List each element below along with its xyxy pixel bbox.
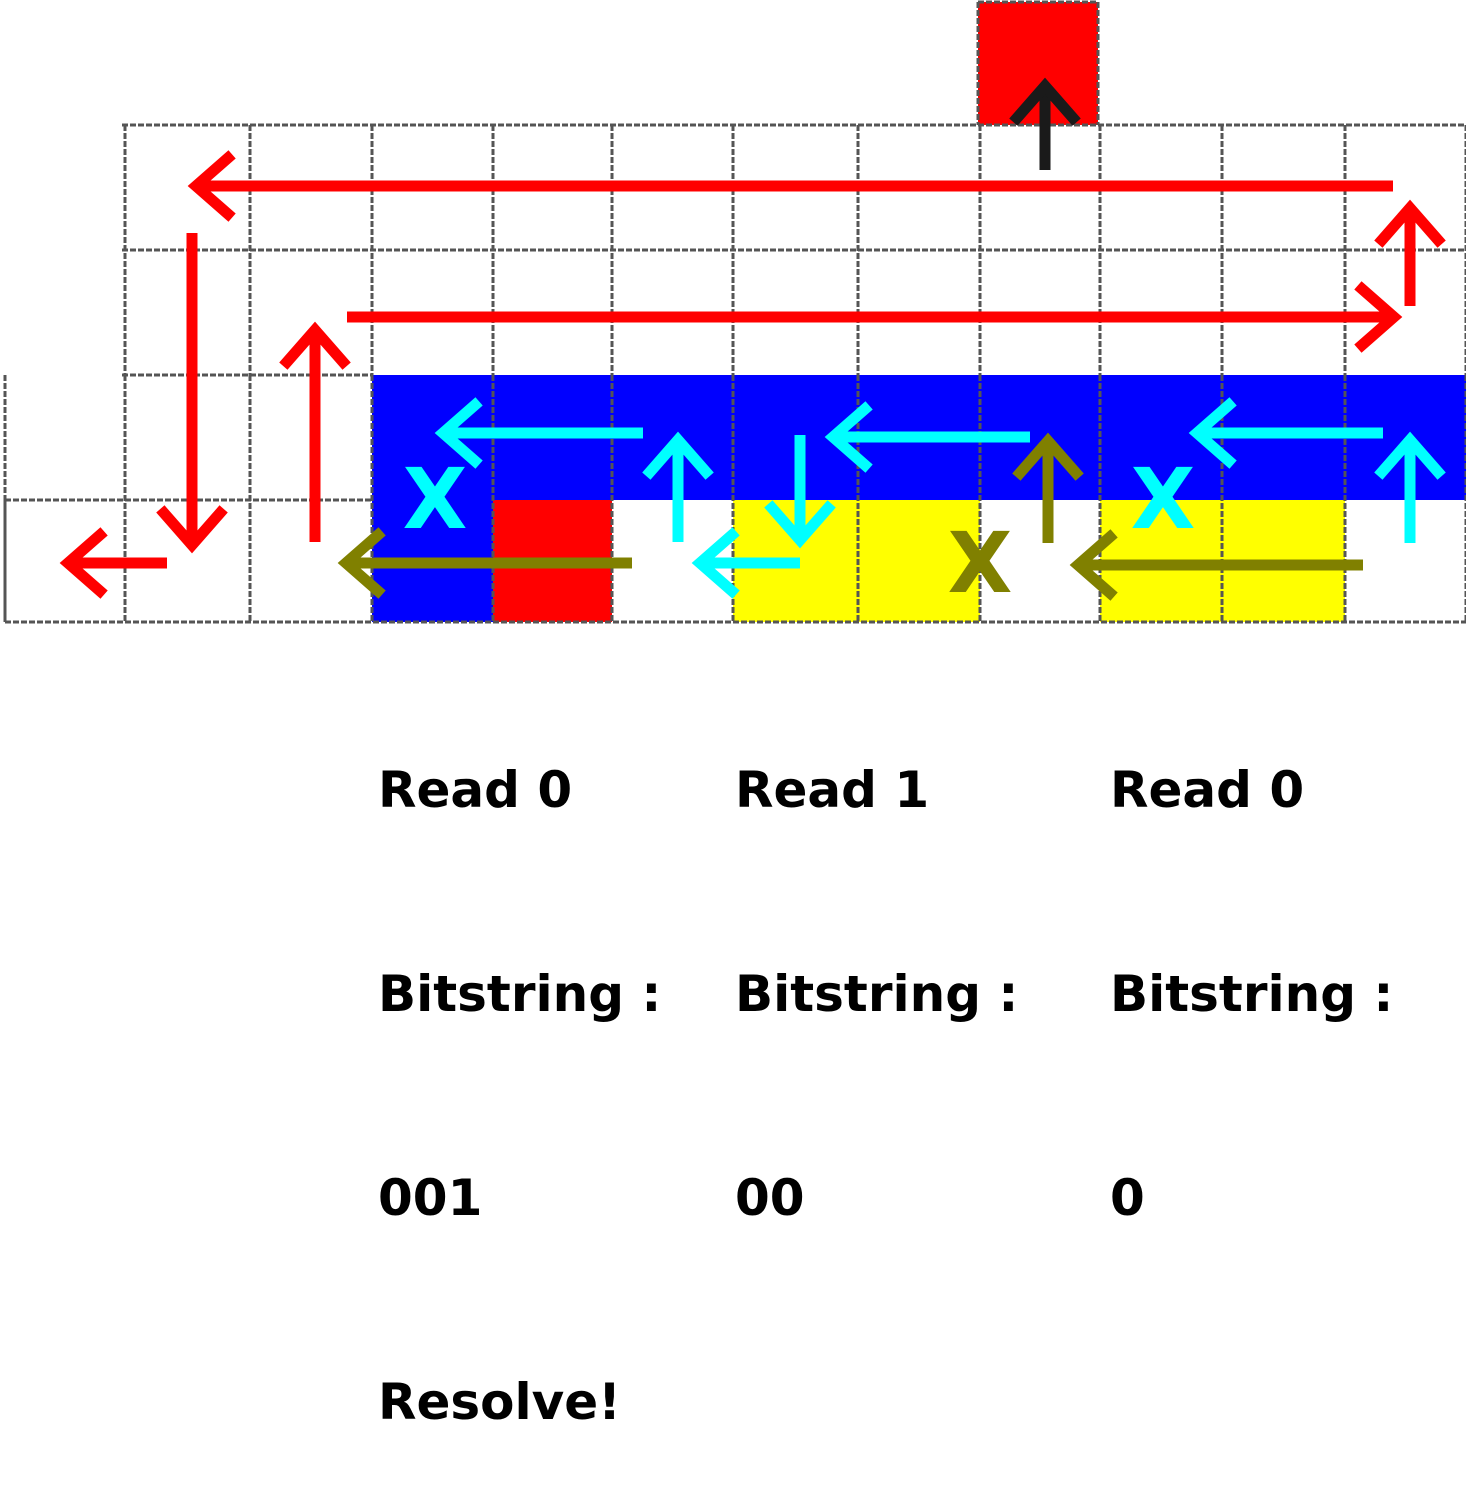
annotation-line: 001 <box>378 1169 483 1227</box>
cyan-arrow-head <box>691 527 740 599</box>
red-arrow-head <box>279 321 351 370</box>
annotation-line: Bitstring : <box>1110 965 1394 1023</box>
annotation-line: Resolve! <box>378 1373 621 1431</box>
annotation-read-0-first: Read 0 Bitstring : 001 Resolve! <box>378 620 661 1504</box>
bottom-cell <box>858 500 980 622</box>
cyan-arrow-head <box>764 500 836 549</box>
x-mark: X <box>403 450 468 548</box>
annotation-read-0-second: Read 0 Bitstring : 0 <box>1110 620 1393 1300</box>
x-mark: X <box>948 514 1013 612</box>
goal-cell <box>978 2 1098 125</box>
annotation-line: Read 1 <box>735 761 930 819</box>
black-arrow-head <box>1009 77 1081 126</box>
annotation-line: 0 <box>1110 1169 1145 1227</box>
cyan-arrow-head <box>642 431 714 480</box>
olive-arrow-head <box>1069 529 1118 601</box>
red-arrow-head <box>187 150 236 222</box>
annotation-read-1: Read 1 Bitstring : 00 <box>735 620 1018 1300</box>
x-mark: X <box>1131 450 1196 548</box>
cyan-arrow-head <box>1374 431 1446 480</box>
olive-arrow-head <box>1012 432 1084 481</box>
annotation-line: Read 0 <box>378 761 573 819</box>
olive-arrow-head <box>337 527 386 599</box>
cyan-arrow-head <box>824 401 873 473</box>
red-arrow-head <box>59 527 108 599</box>
path-diagram: XXX <box>3 0 1466 624</box>
cyan-arrow-head <box>434 397 483 469</box>
red-arrow-head <box>1354 281 1403 353</box>
annotation-line: Read 0 <box>1110 761 1305 819</box>
annotation-line: Bitstring : <box>735 965 1019 1023</box>
red-arrow-head <box>1374 199 1446 248</box>
annotation-line: Bitstring : <box>378 965 662 1023</box>
annotation-line: 00 <box>735 1169 805 1227</box>
red-arrow-head <box>156 505 228 554</box>
cyan-arrow-head <box>1188 397 1237 469</box>
